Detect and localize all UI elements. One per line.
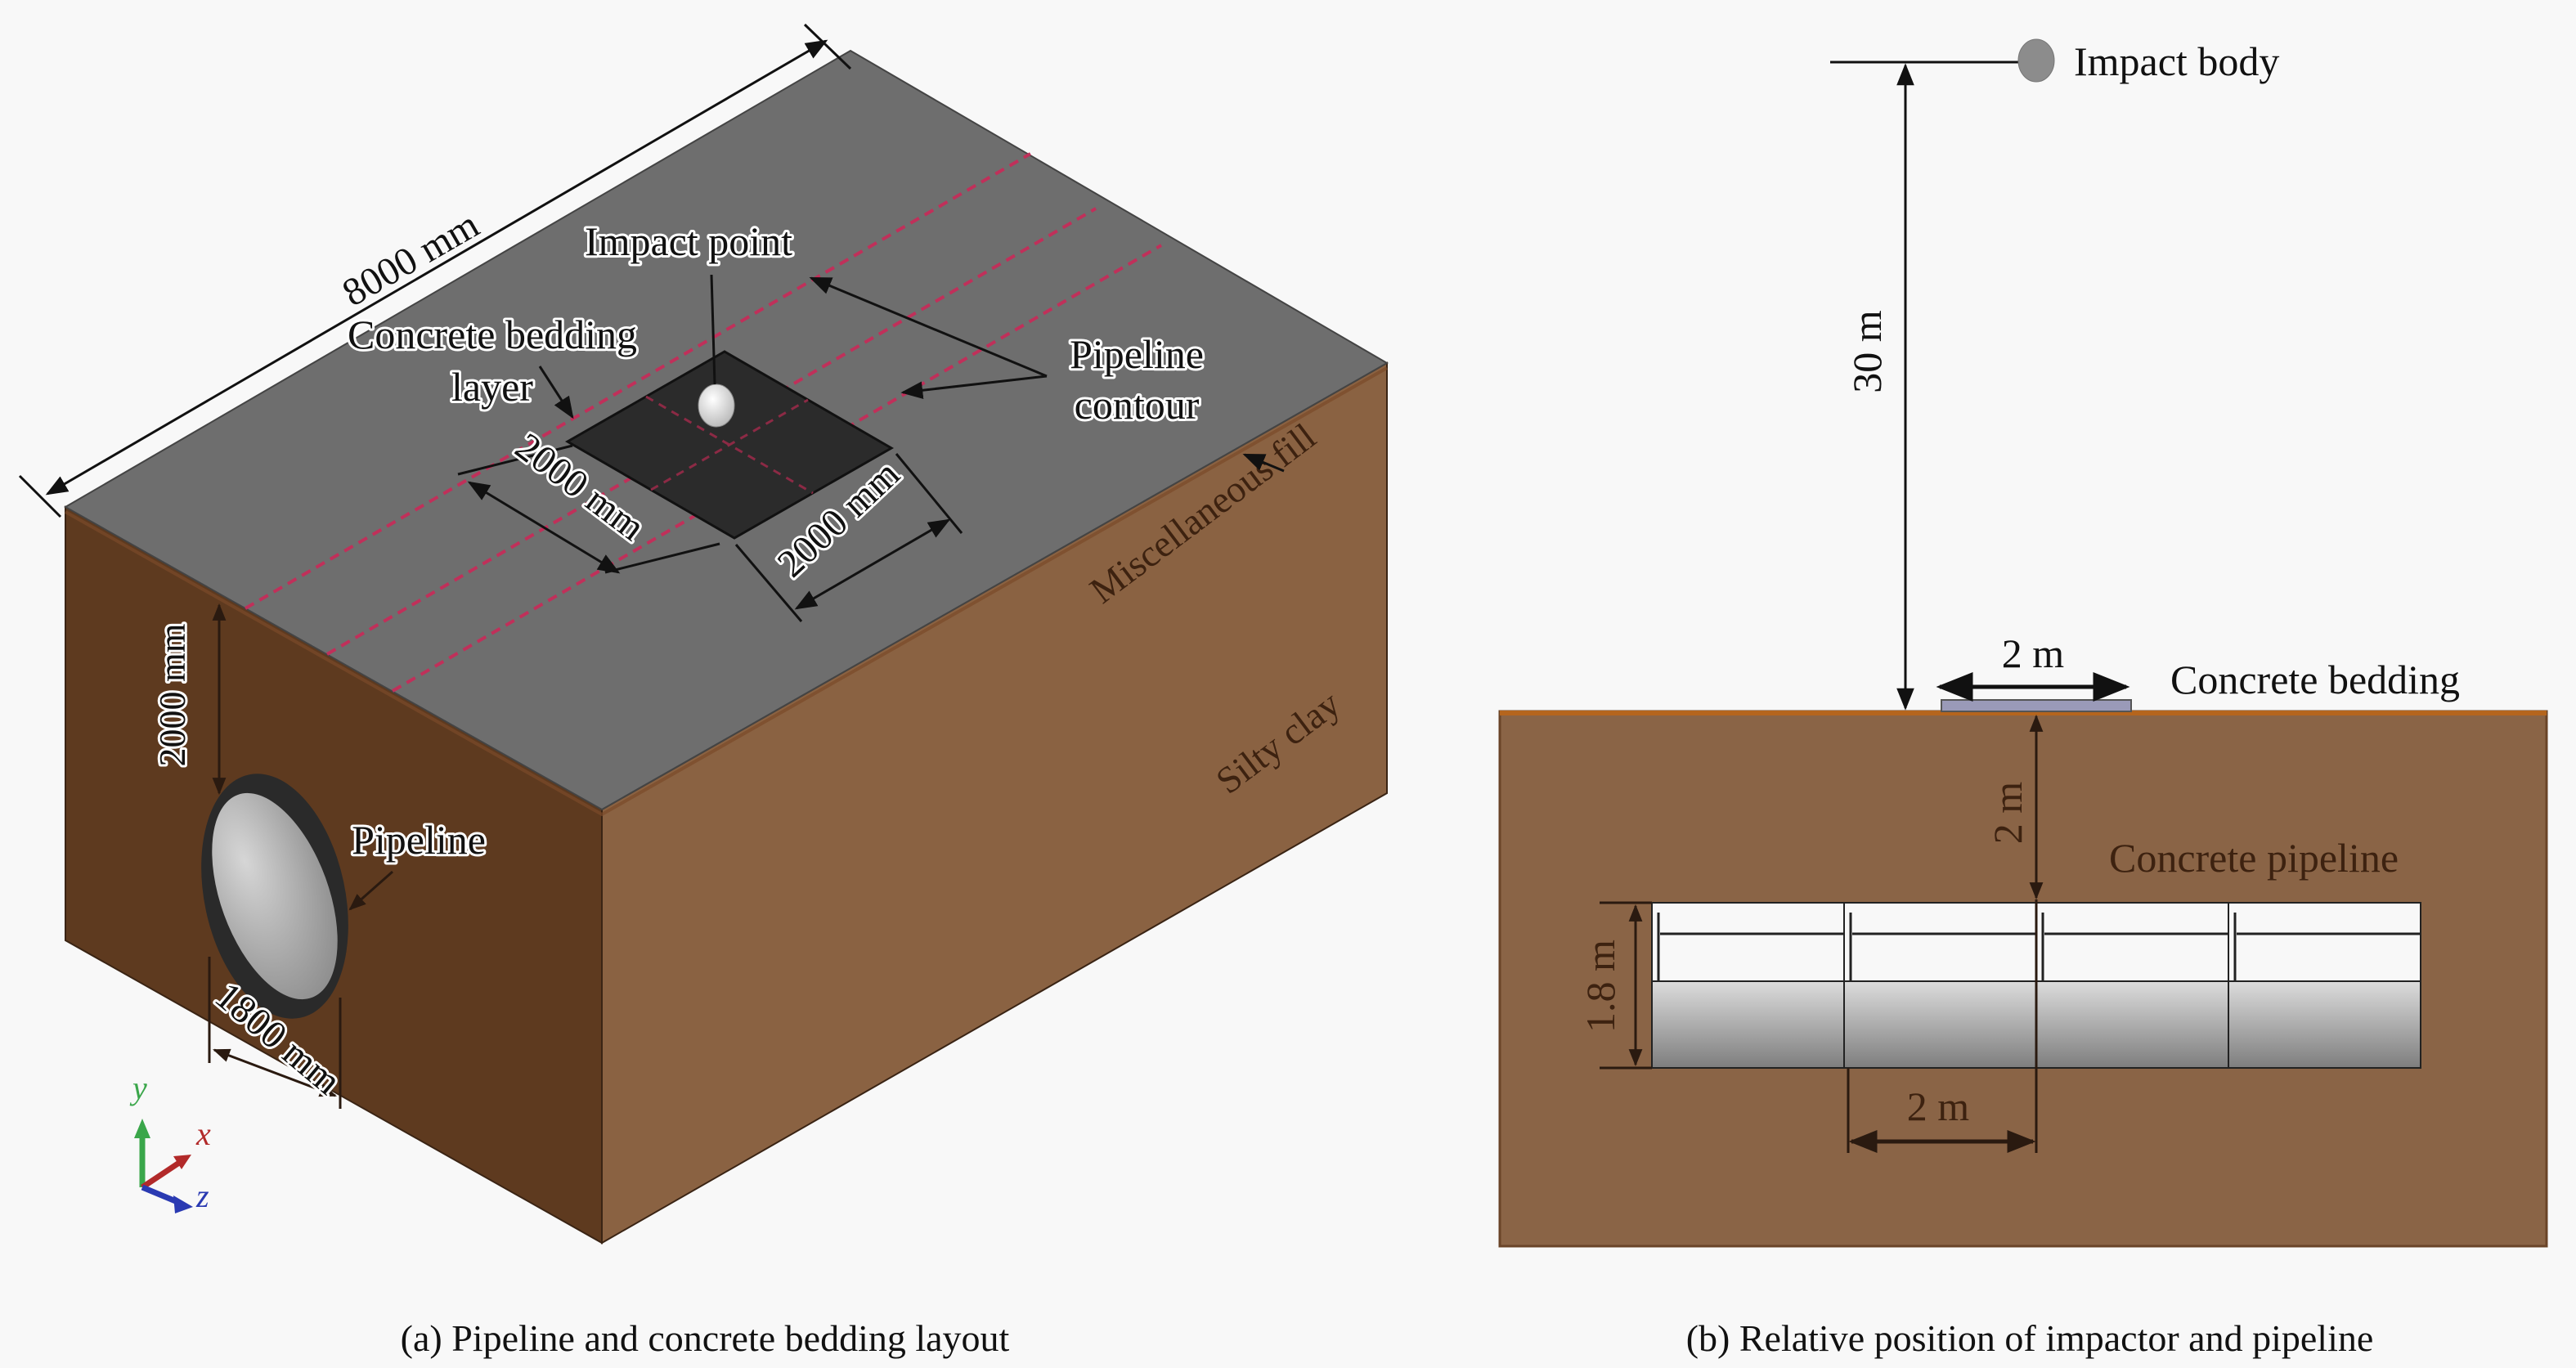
impact-point-label: Impact point: [585, 218, 792, 264]
concrete-pipeline: [1651, 902, 2421, 1069]
caption-b: (b) Relative position of impactor and pi…: [1686, 1317, 2374, 1359]
bedding-width-dimension-1: [457, 444, 720, 574]
concrete-pipeline-label: Concrete pipeline: [2109, 835, 2399, 881]
impact-ball: [698, 383, 735, 428]
diameter-dimension: [208, 957, 342, 1109]
pipe-segment-wall: [1843, 980, 2037, 1069]
pipe-segment-wall: [2035, 980, 2229, 1069]
segment-length-dimension: [1847, 899, 2038, 1153]
x-axis-label: x: [195, 1115, 211, 1152]
bedding-width-dimension-2: [734, 453, 963, 622]
depth-label: 2000 mm: [151, 623, 193, 766]
pipe-segment-interior: [1651, 902, 1845, 982]
length-dimension: [18, 23, 852, 518]
x-axis-arrow-icon: [141, 1159, 183, 1190]
pipe-segment-interior: [2035, 902, 2229, 982]
caption-a: (a) Pipeline and concrete bedding layout: [401, 1317, 1010, 1359]
pipeline-contour-label-line1: Pipeline: [1070, 331, 1204, 377]
bedding-leader: [538, 366, 574, 419]
drop-height-label: 30 m: [1844, 310, 1890, 393]
pipe-segment: [1651, 902, 1845, 1069]
pipeline-contour-leaders: [809, 276, 1048, 399]
panel-b: Impact body 30 m 2 m Concrete bedding 2 …: [1498, 38, 2548, 1359]
panel-a: 8000 mm Impact point Concrete bedding la…: [18, 23, 1389, 1359]
pipe-segment-wall: [1651, 980, 1845, 1069]
pipe-segment-interior: [2228, 902, 2421, 982]
impact-body-icon: [2017, 38, 2055, 83]
z-axis-label: z: [195, 1177, 209, 1214]
concrete-bedding-label: Concrete bedding: [2170, 657, 2460, 702]
segment-length-label: 2 m: [1907, 1083, 1970, 1129]
pipeline-label: Pipeline: [352, 817, 486, 863]
pipe-segment-wall: [2228, 980, 2421, 1069]
pipe-diameter-label: 1.8 m: [1577, 940, 1623, 1033]
pipe-segment: [1843, 902, 2037, 1069]
impact-point-leader: [710, 274, 716, 385]
pipe-segment: [2228, 902, 2421, 1069]
impact-body-label: Impact body: [2074, 38, 2279, 84]
pipe-diameter-dimension: [1600, 901, 1652, 1070]
pipe-segment: [2035, 902, 2229, 1069]
pipeline-leader: [348, 870, 393, 911]
pipeline-contour-label-line2: contour: [1075, 382, 1200, 428]
axis-triad: y x z: [129, 1070, 211, 1214]
misc-fill-arrow: [1242, 453, 1285, 473]
cover-depth-label: 2 m: [1985, 782, 2031, 845]
concrete-bedding-block: [1941, 699, 2132, 712]
y-axis-label: y: [129, 1070, 147, 1106]
pipeline-end-inner: [212, 792, 338, 1000]
bedding-label-line2: layer: [451, 364, 533, 410]
pipe-segment-interior: [1843, 902, 2037, 982]
bedding-width-label: 2 m: [2002, 630, 2065, 676]
bedding-label-line1: Concrete bedding: [348, 312, 637, 357]
fill-layer-edge: [65, 366, 1388, 817]
